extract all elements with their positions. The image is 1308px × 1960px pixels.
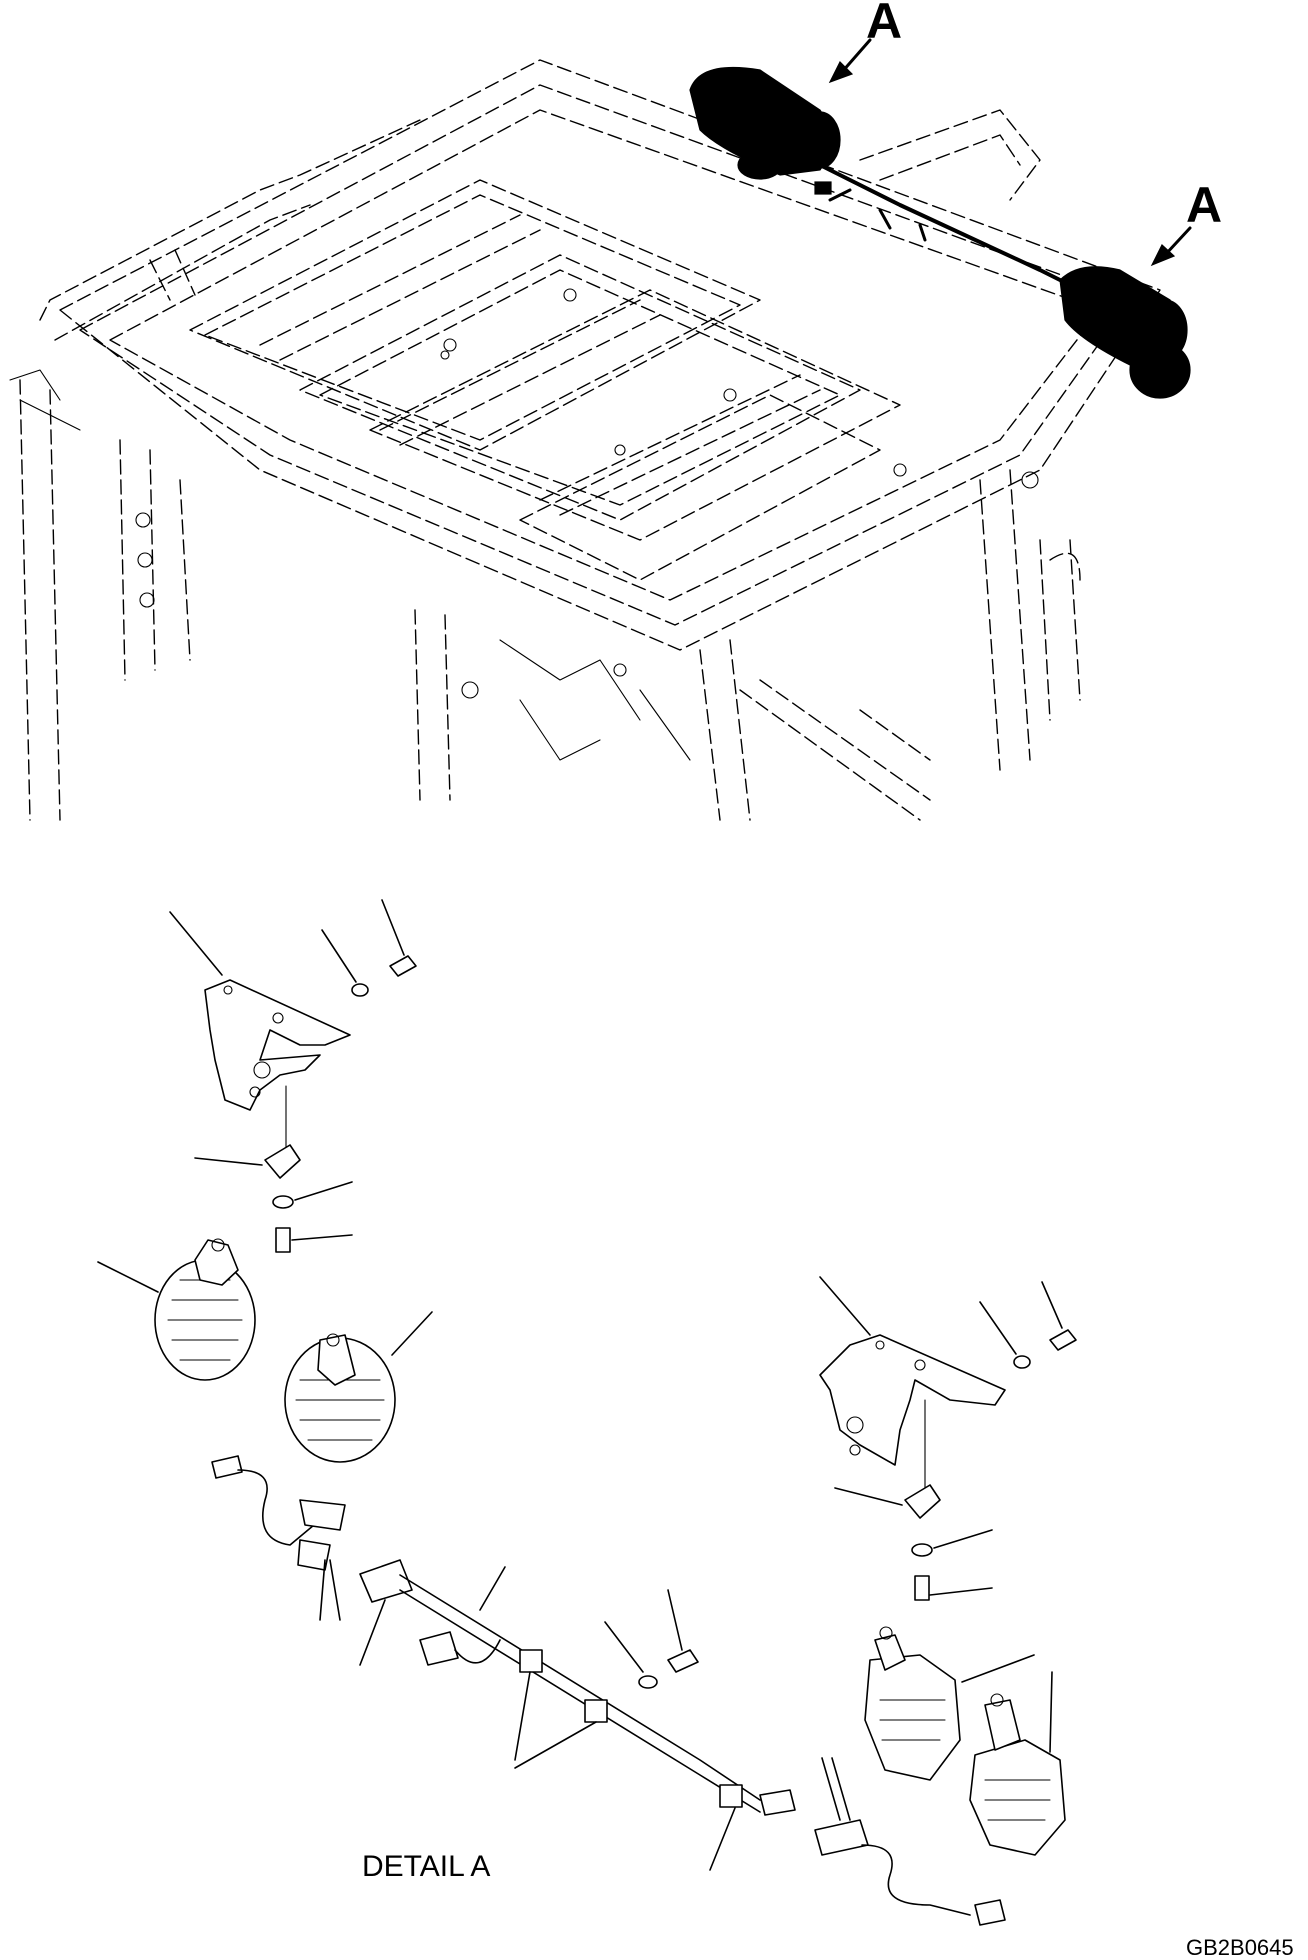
round-work-lamp-b	[284, 1311, 433, 1463]
round-work-lamp-a	[97, 1238, 256, 1381]
washer-right	[911, 1529, 993, 1557]
callout-a-upper-right: A	[1150, 177, 1222, 267]
drawing-code: GB2B0645	[1186, 1935, 1294, 1960]
roof-work-lamp-left	[689, 67, 841, 180]
callout-label: A	[866, 0, 902, 49]
bolt-right-top	[924, 1281, 1077, 1491]
roof-work-lamp-right	[1059, 266, 1191, 399]
square-work-lamp-b	[969, 1671, 1066, 1856]
callout-a-upper-left: A	[828, 0, 902, 84]
bolt-left-top	[285, 899, 417, 1151]
washer-left-top	[321, 929, 369, 997]
square-work-lamp-a	[864, 1626, 1035, 1781]
main-harness	[359, 1559, 796, 1871]
washer-harness	[604, 1621, 658, 1689]
bolt-left	[275, 1227, 353, 1253]
clip-left	[194, 1144, 301, 1179]
bolt-harness	[667, 1589, 699, 1673]
cab-roof-assembly	[9, 59, 1161, 821]
clip-right	[834, 1484, 941, 1519]
washer-left	[272, 1181, 353, 1209]
roof-harness	[814, 163, 1082, 292]
bolt-right	[914, 1575, 993, 1601]
detail-label: DETAIL A	[362, 1850, 490, 1883]
callout-label: A	[1186, 177, 1222, 233]
sub-harness-right	[814, 1757, 1006, 1926]
bracket-left	[169, 911, 351, 1111]
sub-harness-left	[211, 1455, 346, 1621]
bracket-right	[819, 1276, 1006, 1466]
washer-right-top	[979, 1301, 1031, 1369]
